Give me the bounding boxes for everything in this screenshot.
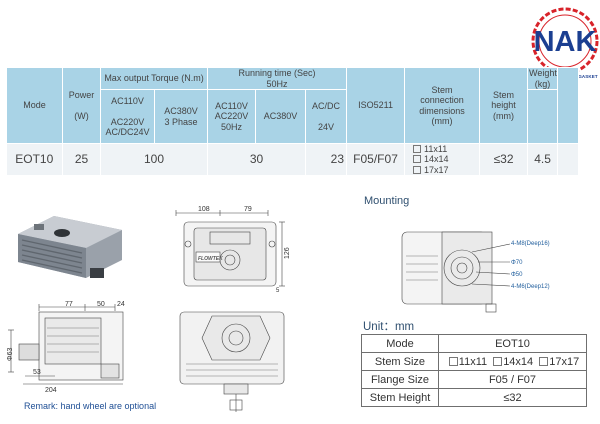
cell-weight: 4.5 bbox=[527, 143, 559, 176]
nameplate-text: FLOWTEK bbox=[198, 256, 223, 262]
dim-label-stem-size: Stem Size bbox=[361, 352, 439, 371]
side-dim-a: 77 bbox=[65, 301, 73, 308]
table-row: Stem Size 11x11 14x14 17x17 bbox=[361, 352, 587, 371]
cell-time-dc: 23 bbox=[305, 143, 348, 176]
mounting-note-1: 4-M8(Deep16) bbox=[511, 241, 550, 247]
dim-label-stem-height: Stem Height bbox=[361, 388, 439, 407]
header-weight: Weight(kg) bbox=[527, 67, 559, 90]
table-row: Mode EOT10 bbox=[361, 334, 587, 353]
table-row: EOT10 25 100 30 23 F05/F07 11x11 14x14 1… bbox=[6, 143, 580, 176]
checkbox-icon bbox=[448, 356, 458, 366]
side-dim-d: Φ63 bbox=[7, 348, 14, 361]
dim-value-flange-size: F05 / F07 bbox=[438, 370, 587, 389]
cell-mode: EOT10 bbox=[6, 143, 63, 176]
header-power: Power(W) bbox=[62, 67, 101, 144]
top-dim-c: 126 bbox=[284, 247, 291, 259]
mounting-note-2: Φ70 bbox=[511, 260, 523, 266]
cell-iso: F05/F07 bbox=[346, 143, 406, 176]
mounting-title: Mounting bbox=[364, 195, 410, 207]
dimension-table: Mode EOT10 Stem Size 11x11 14x14 17x17 F… bbox=[361, 334, 587, 407]
checkbox-icon bbox=[539, 356, 549, 366]
cell-height: ≤32 bbox=[479, 143, 529, 176]
top-view-drawing: 108 79 126 5 FLOWTEK bbox=[175, 206, 291, 294]
product-photo bbox=[18, 216, 122, 278]
dim-label-flange-size: Flange Size bbox=[361, 370, 439, 389]
header-iso: ISO5211 bbox=[346, 67, 406, 144]
cell-torque: 100 bbox=[100, 143, 208, 176]
side-dim-c: 24 bbox=[117, 301, 125, 308]
dim-label-mode: Mode bbox=[361, 334, 439, 353]
table-row: Stem Height ≤32 bbox=[361, 388, 587, 407]
header-torque: Max output Torque (N.m) bbox=[100, 67, 208, 90]
header-weight-blank bbox=[527, 89, 559, 144]
header-running-time: Running time (Sec)50Hz bbox=[206, 67, 348, 90]
cell-time-ac: 30 bbox=[207, 143, 306, 176]
header-spacer bbox=[557, 67, 580, 144]
checkbox-icon bbox=[413, 165, 422, 174]
dim-value-stem-size: 11x11 14x14 17x17 bbox=[438, 352, 587, 371]
table-row: Flange Size F05 / F07 bbox=[361, 370, 587, 389]
mounting-note-3: Φ50 bbox=[511, 272, 523, 278]
checkbox-icon bbox=[493, 356, 503, 366]
spec-table: Mode Power(W) Max output Torque (N.m) Ru… bbox=[6, 67, 580, 176]
side-view-drawing: 77 50 24 Φ63 53 204 bbox=[7, 301, 125, 394]
cell-power: 25 bbox=[62, 143, 101, 176]
checkbox-icon bbox=[413, 155, 422, 164]
unit-title: Unit：mm bbox=[363, 321, 415, 333]
checkbox-icon bbox=[413, 145, 422, 153]
dim-value-mode: EOT10 bbox=[438, 334, 587, 353]
cell-spacer bbox=[557, 143, 580, 176]
top-dim-b: 79 bbox=[244, 206, 252, 213]
header-mode: Mode bbox=[6, 67, 63, 144]
mounting-note-4: 4-M6(Deep12) bbox=[511, 284, 550, 290]
brand-name: NAK bbox=[534, 26, 597, 58]
header-time-380: AC380V bbox=[255, 89, 306, 144]
top-dim-d: 5 bbox=[276, 288, 280, 294]
mounting-drawing: 4-M8(Deep16) Φ70 Φ50 4-M6(Deep12) bbox=[401, 231, 550, 313]
side-dim-f: 204 bbox=[45, 387, 57, 394]
side-dim-b: 50 bbox=[97, 301, 105, 308]
nak-logo-graphic: NAK bbox=[531, 7, 599, 75]
dim-value-stem-height: ≤32 bbox=[438, 388, 587, 407]
bottom-view-drawing bbox=[179, 311, 285, 412]
top-dim-a: 108 bbox=[198, 206, 210, 213]
cell-stem: 11x11 14x14 17x17 bbox=[404, 143, 481, 176]
remark-text: Remark: hand wheel are optional bbox=[24, 401, 157, 411]
side-dim-e: 53 bbox=[33, 369, 41, 376]
